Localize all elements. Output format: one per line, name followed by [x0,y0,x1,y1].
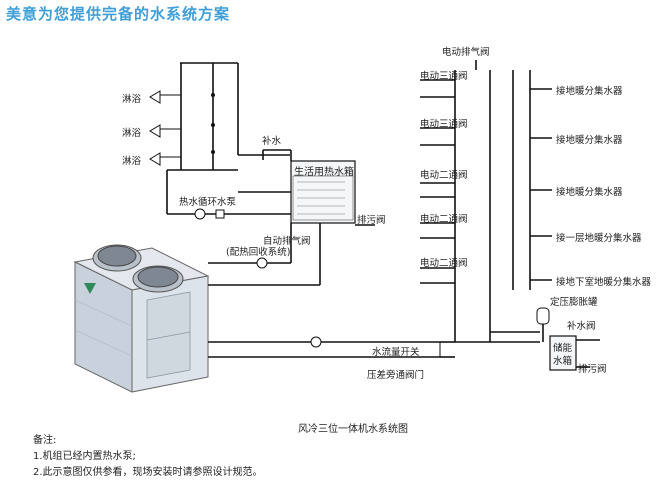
manifold-branches [420,79,552,284]
hot-water-pump-label: 热水循环水泵 [179,197,237,208]
heat-recovery-label: (配热回收系统) [226,247,291,258]
makeup-water-label: 补水 [262,136,282,147]
page-title: 美意为您提供完备的水系统方案 [6,5,231,23]
pump-lines [167,208,321,286]
bypass-valve-label: 压差旁通阀门 [367,370,425,381]
hot-water-tank-label: 生活用热水箱 [294,167,354,178]
floor-manifold-basement-label: 接地下室地暖分集水器 [556,277,652,288]
main-loop [208,60,540,358]
makeup-valve-label: 补水阀 [567,321,596,332]
shower-risers [149,62,290,214]
floor-manifold-label-2: 接地暖分集水器 [556,135,623,146]
notes-title: 备注: [33,435,57,446]
note-item-1: 1.机组已经内置热水泵; [33,451,136,462]
storage-and-expansion [536,307,600,371]
two-way-valve-label-2: 电动二通阀 [420,214,468,225]
storage-tank-label-1: 储能 [553,343,573,354]
shower-label-2: 淋浴 [122,128,142,139]
drain-valve-label-1: 排污阀 [357,215,386,226]
diagram-caption: 风冷三位一体机水系统图 [298,424,408,435]
outdoor-unit [73,244,210,393]
auto-air-vent-label: 自动排气阀 [263,236,311,247]
shower-label-3: 淋浴 [122,156,142,167]
storage-tank-label-2: 水箱 [553,356,573,367]
hot-water-tank [238,149,375,226]
floor-manifold-label-1: 接地暖分集水器 [556,86,623,97]
two-way-valve-label-3: 电动二通阀 [420,258,468,269]
flow-switch-label: 水流量开关 [372,347,420,358]
shower-label-1: 淋浴 [122,94,142,105]
three-way-valve-label-2: 电动三通阀 [420,119,468,130]
three-way-valve-label-1: 电动三通阀 [420,71,468,82]
note-item-2: 2.此示意图仅供参看，现场安装时请参照设计规范。 [33,467,263,478]
two-way-valve-label-1: 电动二通阀 [420,170,468,181]
electric-vent-label: 电动排气阀 [442,47,490,58]
expansion-tank-label: 定压膨胀罐 [550,297,598,308]
floor-manifold-label-3: 接地暖分集水器 [556,187,623,198]
floor-manifold-1f-label: 接一层地暖分集水器 [556,233,642,244]
drain-valve-label-2: 排污阀 [578,364,607,375]
